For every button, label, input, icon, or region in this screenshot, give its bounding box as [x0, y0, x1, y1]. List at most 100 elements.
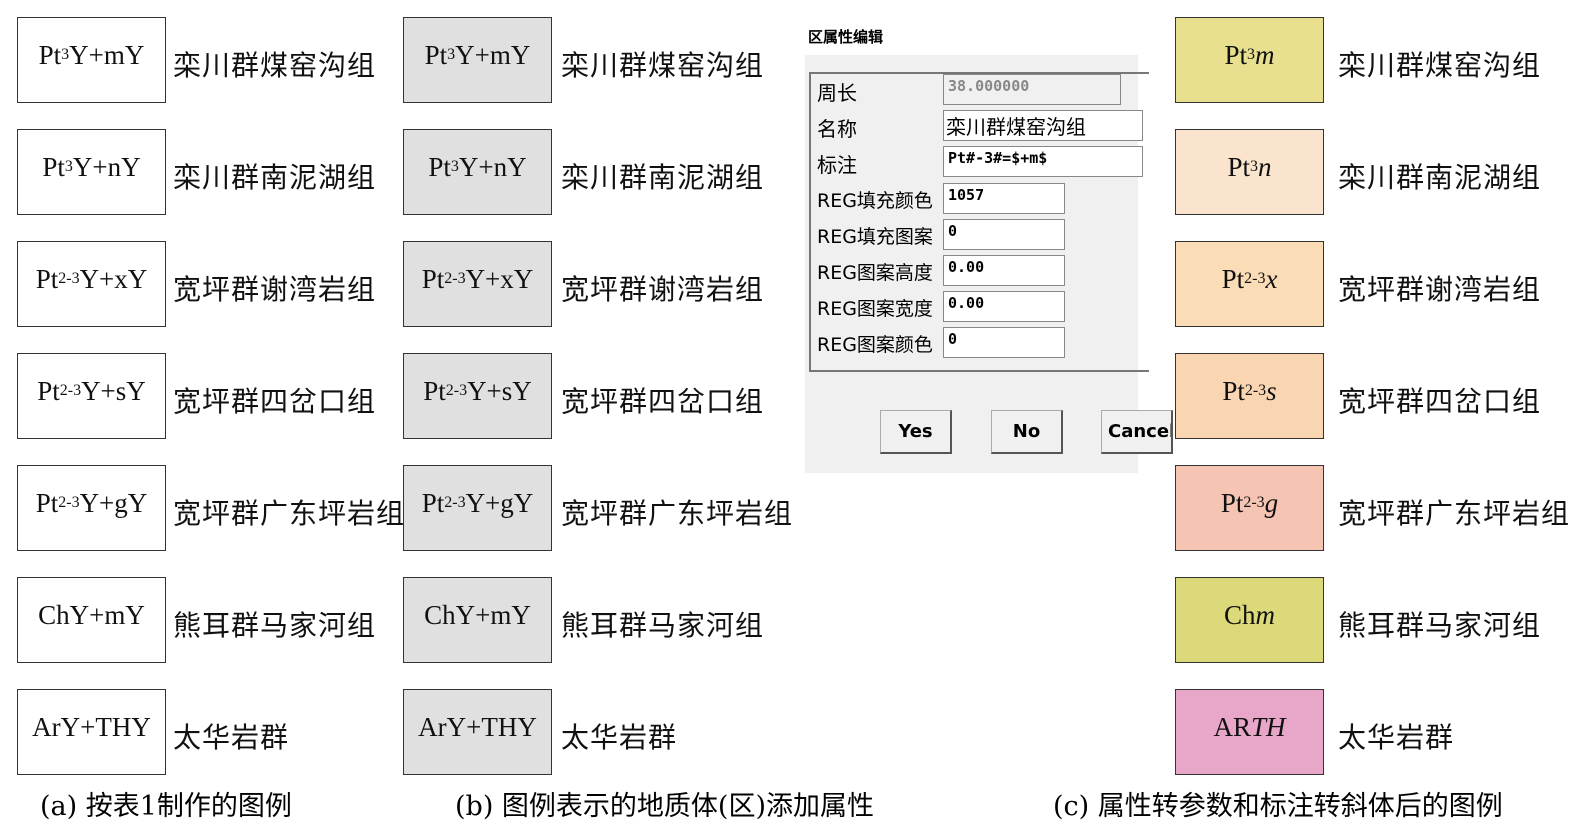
label-subscript: 3 — [61, 46, 70, 63]
label-main: Pt — [428, 151, 451, 182]
caption-b: (b) 图例表示的地质体(区)添加属性 — [455, 791, 875, 822]
legend-name: 宽坪群四岔口组 — [173, 385, 377, 418]
field-input[interactable]: 0.00 — [943, 255, 1065, 286]
label-main: Pt — [423, 375, 446, 406]
label-subscript: 2-3 — [1243, 494, 1265, 511]
no-button[interactable]: No — [991, 410, 1063, 454]
label-subscript: 2-3 — [58, 494, 80, 511]
label-main: Pt — [1224, 39, 1248, 70]
label-main: ChY+mY — [424, 599, 531, 630]
label-suffix: Y+nY — [458, 151, 527, 182]
legend-name: 宽坪群谢湾岩组 — [173, 273, 377, 306]
field-input[interactable]: 0 — [943, 219, 1065, 250]
label-main: Pt — [37, 375, 60, 406]
label-suffix: Y+mY — [455, 39, 531, 70]
label-suffix: Y+mY — [69, 39, 145, 70]
label-main: Ch — [1223, 599, 1256, 630]
label-suffix: n — [1258, 151, 1272, 182]
field-input[interactable]: 0.00 — [943, 291, 1065, 322]
label-subscript: 2-3 — [1244, 382, 1267, 399]
label-main: Pt — [35, 263, 59, 294]
label-main: Pt — [42, 151, 65, 182]
legend-name: 太华岩群 — [173, 721, 290, 754]
field-input[interactable]: 1057 — [943, 183, 1065, 214]
label-main: ChY+mY — [38, 599, 145, 630]
legend-name: 栾川群南泥湖组 — [173, 161, 377, 194]
label-subscript: 3 — [447, 46, 456, 63]
legend-swatch: ArY+THY — [403, 689, 552, 775]
label-suffix: Y+nY — [72, 151, 141, 182]
label-suffix: Y+sY — [467, 375, 532, 406]
field-input[interactable]: 38.000000 — [943, 74, 1121, 105]
label-main: Pt — [421, 487, 445, 518]
label-suffix: x — [1265, 263, 1278, 294]
label-suffix: m — [1255, 599, 1276, 630]
label-main: Pt — [421, 263, 445, 294]
label-suffix: Y+gY — [79, 487, 148, 518]
field-label: REG图案宽度 — [817, 298, 933, 320]
label-main: ArY+THY — [32, 711, 151, 742]
legend-name: 熊耳群马家河组 — [173, 609, 377, 642]
field-label: REG填充图案 — [817, 226, 933, 248]
label-suffix: Y+xY — [465, 263, 534, 294]
legend-name: 太华岩群 — [1338, 721, 1455, 754]
cancel-button[interactable]: Cancel — [1101, 410, 1173, 454]
legend-swatch: ChY+mY — [17, 577, 166, 663]
field-label: REG填充颜色 — [817, 190, 933, 212]
legend-name: 宽坪群四岔口组 — [561, 385, 765, 418]
label-main: Pt — [38, 39, 62, 70]
legend-name: 栾川群煤窑沟组 — [173, 49, 377, 82]
legend-name: 宽坪群四岔口组 — [1338, 385, 1542, 418]
legend-name: 熊耳群马家河组 — [561, 609, 765, 642]
label-subscript: 3 — [64, 158, 73, 175]
label-subscript: 3 — [1250, 158, 1259, 175]
legend-name: 宽坪群广东坪岩组 — [561, 497, 794, 530]
label-suffix: m — [1255, 39, 1275, 70]
caption-c: (c) 属性转参数和标注转斜体后的图例 — [1053, 791, 1503, 822]
dialog-title: 区属性编辑 — [808, 28, 884, 46]
label-subscript: 2-3 — [1244, 270, 1266, 287]
label-subscript: 2-3 — [445, 382, 468, 399]
label-subscript: 3 — [450, 158, 459, 175]
legend-name: 宽坪群谢湾岩组 — [561, 273, 765, 306]
label-subscript: 2-3 — [58, 270, 80, 287]
label-suffix: g — [1264, 487, 1279, 518]
label-subscript: 2-3 — [444, 270, 466, 287]
label-main: Pt — [1227, 151, 1251, 182]
legend-name: 栾川群南泥湖组 — [561, 161, 765, 194]
legend-name: 栾川群煤窑沟组 — [561, 49, 765, 82]
field-input[interactable]: 0 — [943, 327, 1065, 358]
legend-name: 栾川群南泥湖组 — [1338, 161, 1542, 194]
caption-a: (a) 按表1制作的图例 — [40, 791, 292, 822]
label-main: Pt — [1221, 263, 1245, 294]
field-label: 名称 — [817, 117, 857, 141]
legend-swatch: ArY+THY — [17, 689, 166, 775]
label-suffix: TH — [1251, 711, 1286, 742]
field-input[interactable]: 栾川群煤窑沟组 — [943, 110, 1143, 141]
legend-name: 宽坪群广东坪岩组 — [1338, 497, 1571, 530]
legend-name: 熊耳群马家河组 — [1338, 609, 1542, 642]
label-main: Pt — [1222, 375, 1245, 406]
legend-swatch: ChY+mY — [403, 577, 552, 663]
field-label: REG图案高度 — [817, 262, 933, 284]
field-input[interactable]: Pt#-3#=$+m$ — [943, 146, 1143, 177]
label-subscript: 3 — [1247, 46, 1256, 63]
field-label: 周长 — [817, 81, 857, 105]
legend-name: 宽坪群谢湾岩组 — [1338, 273, 1542, 306]
label-subscript: 2-3 — [444, 494, 466, 511]
yes-button[interactable]: Yes — [880, 410, 952, 454]
